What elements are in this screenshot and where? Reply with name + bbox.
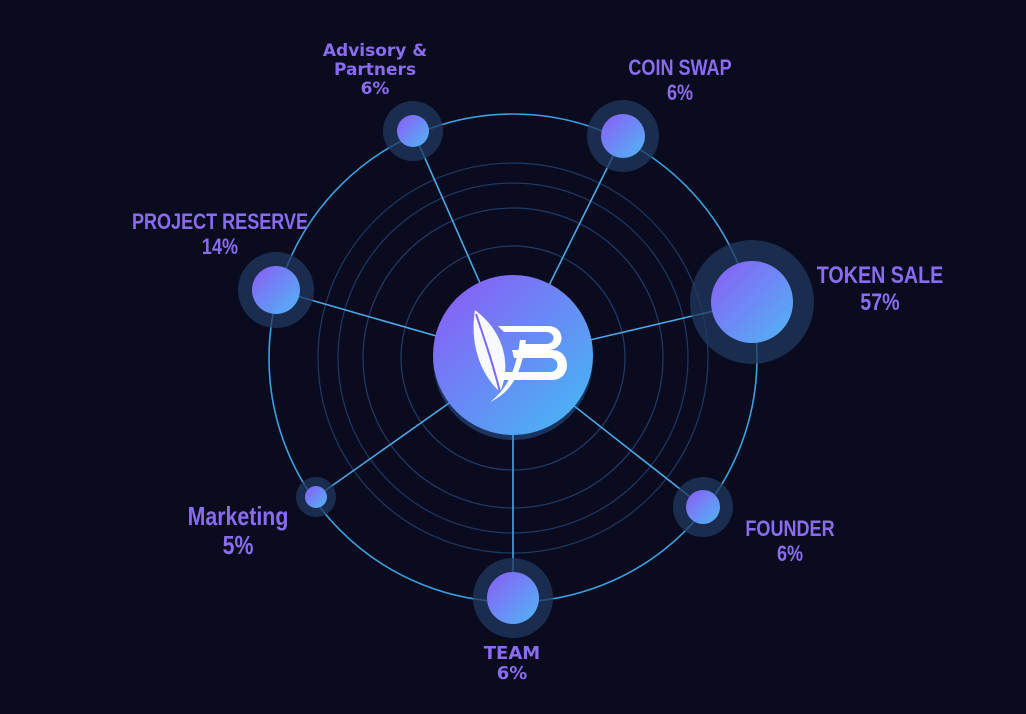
segment-name: PROJECT RESERVE: [131, 209, 309, 234]
label-coin-swap: COIN SWAP 6%: [614, 55, 745, 105]
center-circle: [433, 275, 593, 435]
segment-name: FOUNDER: [745, 516, 835, 541]
node-dot: [487, 572, 539, 624]
node-dot: [686, 490, 720, 524]
node-dot: [601, 114, 645, 158]
node-coin-swap[interactable]: [587, 100, 659, 172]
segment-percent: 6%: [360, 79, 390, 100]
node-project-reserve[interactable]: [238, 252, 314, 328]
node-dot: [397, 115, 429, 147]
center-hub: [433, 275, 593, 440]
segment-percent: 6%: [776, 540, 804, 566]
label-marketing: Marketing 5%: [181, 501, 296, 561]
node-founder[interactable]: [673, 477, 733, 537]
segment-name: Marketing: [187, 501, 289, 531]
segment-name: TEAM: [483, 643, 541, 664]
label-project-reserve: PROJECT RESERVE 14%: [130, 209, 310, 259]
node-token-sale[interactable]: [690, 240, 814, 364]
node-dot: [711, 261, 793, 343]
label-team: TEAM 6%: [462, 643, 562, 685]
node-dot: [252, 266, 300, 314]
segment-percent: 5%: [222, 530, 254, 561]
node-marketing[interactable]: [296, 477, 336, 517]
node-dot: [305, 486, 327, 508]
leaf-b-logo-icon: [473, 310, 567, 402]
segment-percent: 57%: [860, 288, 900, 316]
segment-name: COIN SWAP: [628, 55, 732, 80]
segment-percent: 6%: [496, 663, 528, 685]
node-advisory[interactable]: [383, 101, 443, 161]
label-founder: FOUNDER 6%: [733, 516, 848, 566]
label-token-sale: TOKEN SALE 57%: [806, 262, 954, 317]
segment-percent: 6%: [666, 79, 694, 105]
label-advisory: Advisory & Partners 6%: [315, 41, 435, 100]
segment-name: TOKEN SALE: [816, 262, 944, 289]
segment-name: Advisory & Partners: [322, 41, 428, 81]
node-team[interactable]: [473, 558, 553, 638]
segment-percent: 14%: [201, 233, 239, 259]
